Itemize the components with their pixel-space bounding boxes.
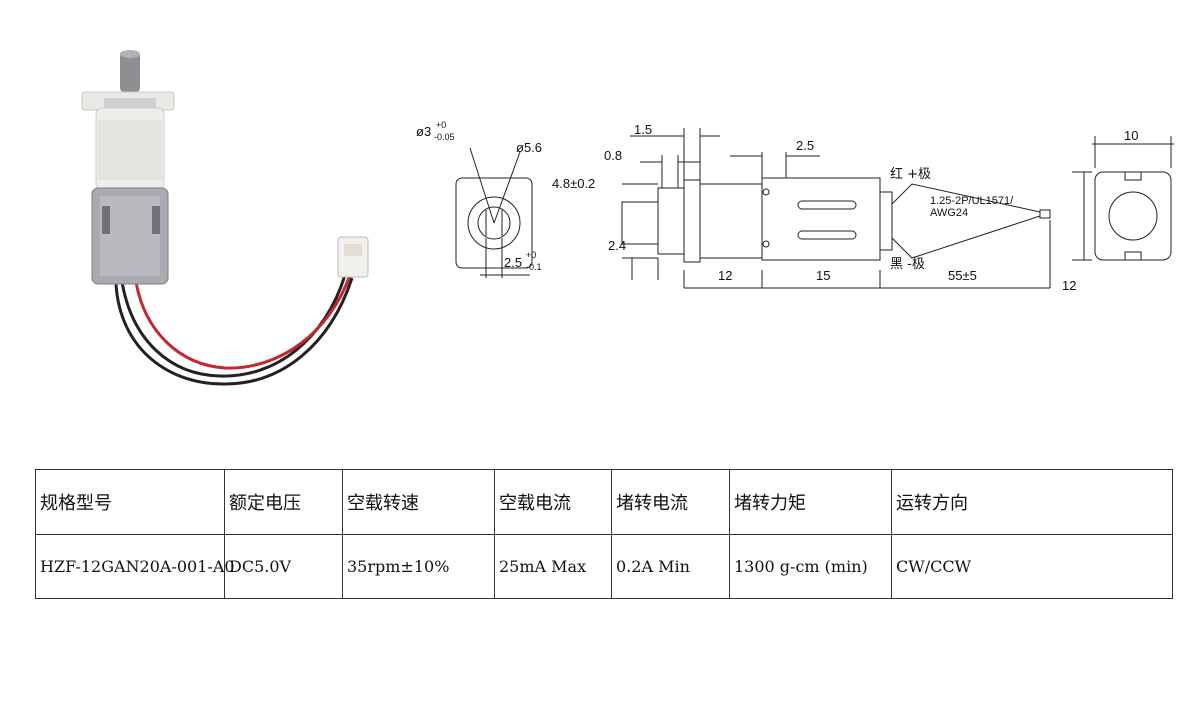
- cell-stall-torque: 1300 g-cm (min): [729, 534, 892, 599]
- cell-model: HZF-12GAN20A-001-A0: [35, 534, 235, 599]
- end-view-outline: [1094, 171, 1172, 261]
- header-rated-voltage: 额定电压: [224, 469, 343, 535]
- header-stall-torque: 堵转力矩: [729, 469, 892, 535]
- dim-4-8: 4.8±0.2: [552, 176, 595, 191]
- cell-stall-current: 0.2A Min: [611, 534, 730, 599]
- dim-0-8: 0.8: [604, 148, 622, 163]
- label-connector-spec-1: 1.25-2P/UL1571/: [930, 195, 1014, 207]
- shaft-outline: [621, 201, 659, 245]
- dim-12-side: 12: [1062, 278, 1076, 293]
- dim-flat-tol-lower: -0.1: [526, 262, 542, 272]
- cell-rotation-direction: CW/CCW: [891, 534, 1173, 599]
- dim-shaft-tol-lower: -0.05: [434, 132, 455, 142]
- dim-12: 12: [718, 268, 732, 283]
- motor-body-outline: [761, 177, 881, 261]
- header-no-load-current: 空载电流: [494, 469, 612, 535]
- label-red-positive: 红 +极: [890, 166, 931, 182]
- label-connector-spec-2: AWG24: [930, 207, 968, 219]
- cell-no-load-speed: 35rpm±10%: [342, 534, 495, 599]
- dim-55: 55±5: [948, 268, 977, 283]
- spec-table: 规格型号 额定电压 空载转速 空载电流 堵转电流 堵转力矩 运转方向 HZF-1…: [35, 469, 1173, 599]
- header-stall-current: 堵转电流: [611, 469, 730, 535]
- dim-2-5: 2.5: [796, 138, 814, 153]
- dim-1-5: 1.5: [634, 122, 652, 137]
- motor-photo: [81, 50, 369, 386]
- cell-rated-voltage: DC5.0V: [224, 534, 343, 599]
- dim-flat-tol-upper: +0: [526, 250, 536, 260]
- dim-boss-dia: ø5.6: [516, 140, 542, 155]
- header-rotation-direction: 运转方向: [891, 469, 1173, 535]
- label-black-negative: 黑 -极: [890, 257, 925, 272]
- cell-no-load-current: 25mA Max: [494, 534, 612, 599]
- dim-15: 15: [816, 268, 830, 283]
- dim-10: 10: [1124, 128, 1138, 143]
- dim-shaft-dia: ø3: [416, 124, 431, 139]
- table-header-row: 规格型号 额定电压 空载转速 空载电流 堵转电流 堵转力矩 运转方向: [35, 469, 1173, 535]
- table-row: HZF-12GAN20A-001-A0 DC5.0V 35rpm±10% 25m…: [35, 534, 1173, 599]
- dimension-drawing: ø3 +0 -0.05 ø5.6 2.5 +0 -0.1 1.5 0.8 4.8…: [416, 120, 1174, 293]
- header-no-load-speed: 空载转速: [342, 469, 495, 535]
- header-model: 规格型号: [35, 469, 225, 535]
- dim-2-4: 2.4: [608, 238, 626, 253]
- dim-flat: 2.5: [504, 255, 522, 270]
- dim-shaft-tol-upper: +0: [436, 120, 446, 130]
- front-view-outline: [455, 177, 533, 269]
